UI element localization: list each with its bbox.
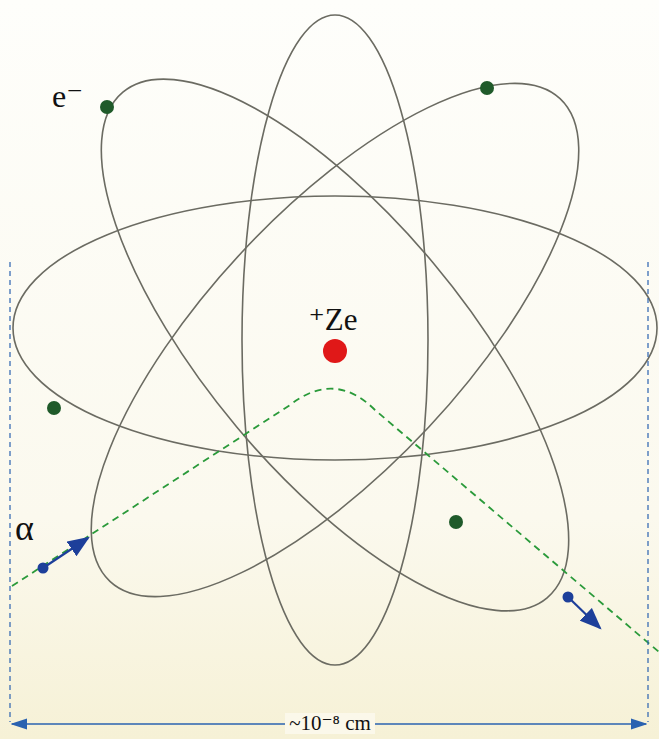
electrons (47, 81, 494, 529)
alpha-label: α (15, 510, 34, 546)
alpha-particle (563, 592, 574, 603)
alpha-particle (38, 563, 49, 574)
electron-orbits (13, 10, 657, 680)
alpha-velocity (568, 597, 600, 628)
alpha-velocity (43, 538, 88, 568)
nucleus-label: ⁺Ze (308, 304, 357, 335)
nucleus (323, 339, 347, 363)
extent-line (9, 262, 10, 722)
dimension-label: ~10⁻⁸ cm (285, 713, 375, 734)
alpha-trajectory (12, 389, 659, 652)
extent-line (647, 262, 648, 722)
electron-label: e⁻ (52, 80, 83, 112)
